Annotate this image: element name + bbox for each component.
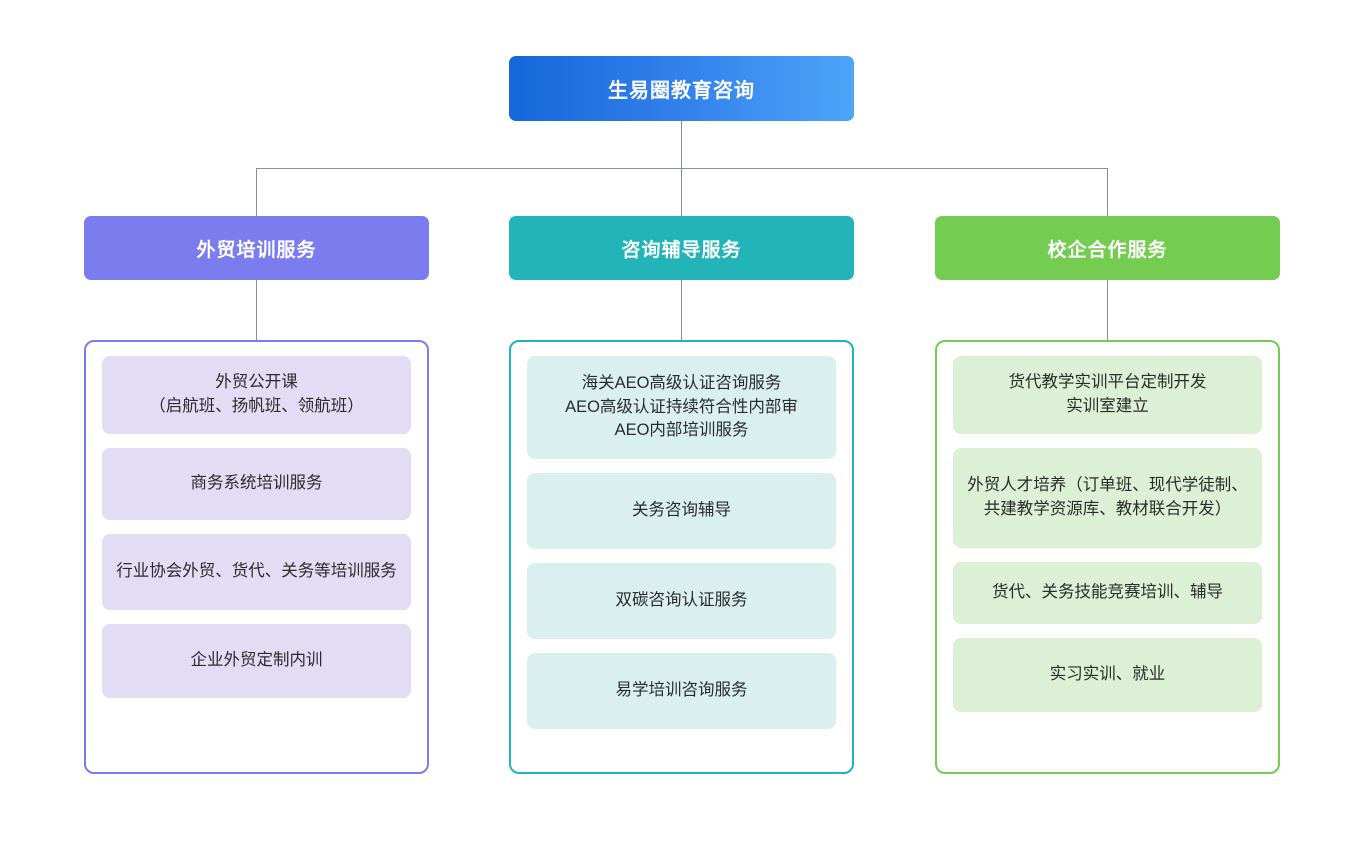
branch-header-2-label: 校企合作服务 <box>1047 239 1168 261</box>
leaf-item-label: 关务咨询辅导 <box>632 501 731 520</box>
root-node-label: 生易圈教育咨询 <box>608 80 755 102</box>
branch-item-container-0: 外贸公开课 （启航班、扬帆班、领航班） 商务系统培训服务 行业协会外贸、货代、关… <box>84 340 429 774</box>
branch-column-zixun-fudao: 咨询辅导服务 海关AEO高级认证咨询服务 AEO高级认证持续符合性内部审 AEO… <box>509 216 854 774</box>
leaf-item-label: 易学培训咨询服务 <box>615 681 748 700</box>
leaf-item[interactable]: 外贸公开课 （启航班、扬帆班、领航班） <box>102 356 411 434</box>
leaf-item[interactable]: 实习实训、就业 <box>953 638 1262 712</box>
branch-item-container-2: 货代教学实训平台定制开发 实训室建立 外贸人才培养（订单班、现代学徒制、共建教学… <box>935 340 1280 774</box>
leaf-item[interactable]: 外贸人才培养（订单班、现代学徒制、共建教学资源库、教材联合开发） <box>953 448 1262 548</box>
leaf-item-label: 商务系统培训服务 <box>190 474 323 493</box>
leaf-item[interactable]: 企业外贸定制内训 <box>102 624 411 698</box>
connector-branch-0-drop <box>256 168 257 216</box>
connector-branch-2-drop <box>1107 168 1108 216</box>
leaf-item[interactable]: 海关AEO高级认证咨询服务 AEO高级认证持续符合性内部审 AEO内部培训服务 <box>527 356 836 459</box>
leaf-item[interactable]: 易学培训咨询服务 <box>527 653 836 729</box>
leaf-item-label: 外贸人才培养（订单班、现代学徒制、共建教学资源库、教材联合开发） <box>967 476 1248 518</box>
leaf-item-label: 外贸公开课 （启航班、扬帆班、领航班） <box>149 373 364 415</box>
connector-horizontal-bus <box>256 168 1108 169</box>
leaf-item-label: 货代教学实训平台定制开发 实训室建立 <box>1008 373 1207 415</box>
branch-header-0-label: 外贸培训服务 <box>196 239 317 261</box>
leaf-item[interactable]: 行业协会外贸、货代、关务等培训服务 <box>102 534 411 610</box>
leaf-item-label: 海关AEO高级认证咨询服务 AEO高级认证持续符合性内部审 AEO内部培训服务 <box>565 373 798 440</box>
branch-column-waimao-peixun: 外贸培训服务 外贸公开课 （启航班、扬帆班、领航班） 商务系统培训服务 行业协会… <box>84 216 429 774</box>
leaf-item[interactable]: 货代教学实训平台定制开发 实训室建立 <box>953 356 1262 434</box>
leaf-item-label: 实习实训、就业 <box>1049 665 1166 684</box>
leaf-item[interactable]: 关务咨询辅导 <box>527 473 836 549</box>
branch-header-1[interactable]: 咨询辅导服务 <box>509 216 854 280</box>
connector-root-vertical <box>681 121 682 168</box>
leaf-item-label: 行业协会外贸、货代、关务等培训服务 <box>116 562 397 581</box>
branch-column-xiaoqi-hezuo: 校企合作服务 货代教学实训平台定制开发 实训室建立 外贸人才培养（订单班、现代学… <box>935 216 1280 774</box>
connector-branch-0-to-box <box>256 280 257 340</box>
connector-branch-2-to-box <box>1107 280 1108 340</box>
connector-branch-1-drop <box>681 168 682 216</box>
leaf-item-label: 企业外贸定制内训 <box>190 651 323 670</box>
leaf-item[interactable]: 商务系统培训服务 <box>102 448 411 520</box>
branch-item-container-1: 海关AEO高级认证咨询服务 AEO高级认证持续符合性内部审 AEO内部培训服务 … <box>509 340 854 774</box>
leaf-item-label: 货代、关务技能竞赛培训、辅导 <box>992 583 1223 602</box>
root-node[interactable]: 生易圈教育咨询 <box>509 56 854 121</box>
leaf-item[interactable]: 货代、关务技能竞赛培训、辅导 <box>953 562 1262 624</box>
branch-header-2[interactable]: 校企合作服务 <box>935 216 1280 280</box>
leaf-item-label: 双碳咨询认证服务 <box>615 591 748 610</box>
branch-header-0[interactable]: 外贸培训服务 <box>84 216 429 280</box>
connector-branch-1-to-box <box>681 280 682 340</box>
leaf-item[interactable]: 双碳咨询认证服务 <box>527 563 836 639</box>
branch-header-1-label: 咨询辅导服务 <box>621 239 742 261</box>
